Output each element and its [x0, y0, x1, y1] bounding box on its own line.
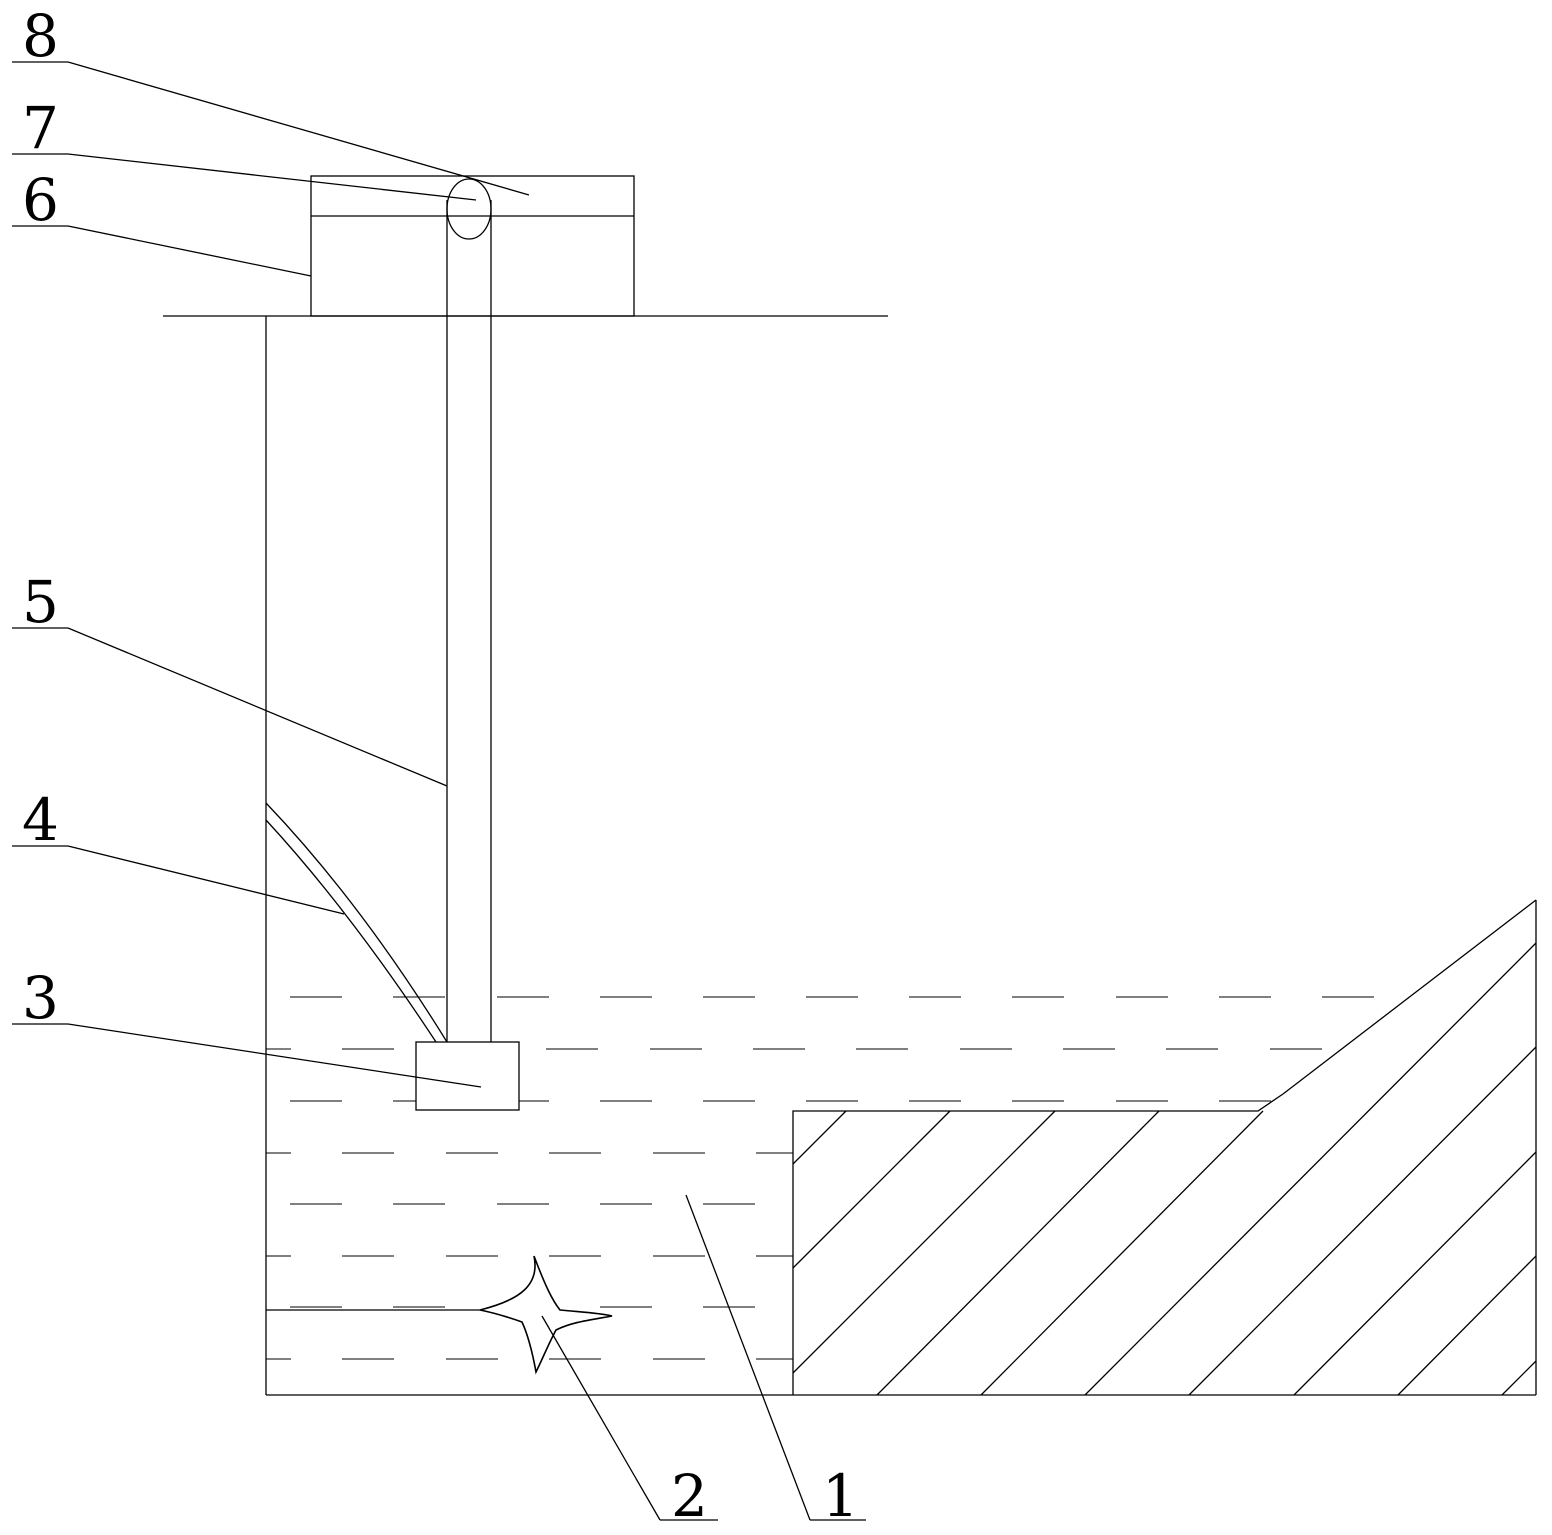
submerged-block [415, 1041, 520, 1111]
diagonal-brace [265, 802, 448, 1043]
label-6: 6 [22, 166, 59, 234]
impeller [266, 1255, 613, 1375]
water-surface-dashes [266, 996, 1374, 1360]
label-2: 2 [671, 1462, 708, 1530]
hatched-block [792, 942, 1537, 1396]
tank [265, 316, 1537, 1396]
label-5: 5 [22, 568, 59, 636]
pulley-wheel [446, 178, 492, 240]
label-4: 4 [22, 786, 59, 854]
housing-box [310, 175, 635, 317]
label-1: 1 [822, 1462, 859, 1530]
vertical-rod [446, 200, 492, 1042]
label-3: 3 [22, 964, 59, 1032]
label-8: 8 [22, 2, 59, 70]
label-7: 7 [22, 94, 59, 162]
leader-lines [12, 61, 866, 1521]
